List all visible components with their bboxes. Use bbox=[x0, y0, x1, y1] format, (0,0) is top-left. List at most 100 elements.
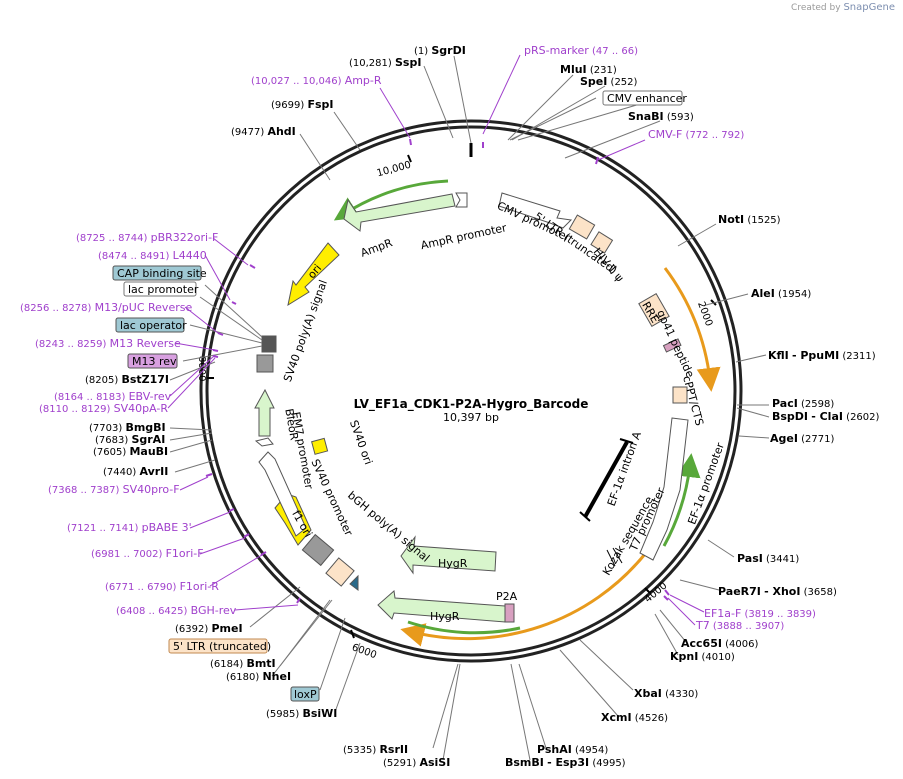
ampr-promoter-arrow bbox=[455, 192, 468, 208]
orf-arc-efprom bbox=[662, 453, 701, 547]
gp41-box bbox=[662, 338, 682, 353]
box-lac-operator: lac operator bbox=[120, 319, 187, 332]
site-bsiwi: (5985) BsiWI bbox=[266, 707, 337, 720]
primer-pbr322ori-f: (8725 .. 8744) pBR322ori-F bbox=[76, 231, 218, 244]
orf-arc-cdk1 bbox=[663, 267, 721, 392]
site-agei: AgeI (2771) bbox=[770, 432, 834, 445]
primer-amp-r: (10,027 .. 10,046) Amp-R bbox=[251, 74, 382, 87]
site-acc65i: Acc65I (4006) bbox=[681, 637, 759, 650]
primer-prs-marker: pRS-marker (47 .. 66) bbox=[524, 44, 638, 57]
boxed-labels: CMV enhancer CAP binding site lac promot… bbox=[112, 90, 687, 702]
box-lac-promoter: lac promoter bbox=[128, 283, 199, 296]
plasmid-size: 10,397 bp bbox=[443, 411, 499, 424]
site-xbai: XbaI (4330) bbox=[634, 687, 698, 700]
feature-ampr-promoter: AmpR promoter bbox=[420, 221, 509, 252]
primer-f1ori-f: (6981 .. 7002) F1ori-F bbox=[91, 547, 204, 560]
ltr-box bbox=[568, 214, 596, 240]
site-spei: SpeI (252) bbox=[580, 75, 638, 88]
site-bmti: (6184) BmtI bbox=[210, 657, 276, 670]
primer-sv40pa-r: (8110 .. 8129) SV40pA-R bbox=[39, 402, 168, 415]
site-snabi: SnaBI (593) bbox=[628, 110, 694, 123]
feature-bgh-polya: bGH poly(A) signal bbox=[345, 489, 432, 565]
tick-8000: 8000 bbox=[196, 356, 207, 381]
site-pmei: (6392) PmeI bbox=[175, 622, 243, 635]
primer-ebv-rev: (8164 .. 8183) EBV-rev bbox=[54, 390, 172, 403]
kozak-mark bbox=[606, 549, 616, 567]
site-kpni: KpnI (4010) bbox=[670, 650, 735, 663]
primer-f1ori-r: (6771 .. 6790) F1ori-R bbox=[105, 580, 219, 593]
backbone-inner bbox=[205, 125, 737, 657]
site-paer7i: PaeR7I - XhoI (3658) bbox=[718, 585, 837, 598]
box-loxp: loxP bbox=[294, 688, 317, 701]
site-leaders bbox=[169, 55, 770, 761]
bleor-arrow bbox=[254, 388, 275, 437]
intron-cap-top bbox=[619, 438, 634, 444]
feature-sv40-ori: SV40 ori bbox=[347, 418, 375, 466]
rre-box bbox=[638, 293, 670, 327]
ef1a-promoter-arrow bbox=[639, 417, 689, 561]
backbone-outer bbox=[199, 119, 743, 663]
box-m13-rev: M13 rev bbox=[132, 355, 177, 368]
primer-bgh-rev: (6408 .. 6425) BGH-rev bbox=[116, 604, 237, 617]
feature-shapes bbox=[254, 192, 689, 623]
intron-cap-bottom bbox=[579, 511, 591, 522]
site-mlui: MluI (231) bbox=[560, 63, 617, 76]
primers: pRS-marker (47 .. 66) (10,027 .. 10,046)… bbox=[20, 44, 816, 632]
site-bspdi: BspDI - ClaI (2602) bbox=[772, 410, 880, 423]
site-paci: PacI (2598) bbox=[772, 397, 834, 410]
site-avrii: (7440) AvrII bbox=[103, 465, 168, 478]
t7-mark bbox=[612, 547, 623, 564]
primer-cmv-f: CMV-F (772 .. 792) bbox=[648, 128, 744, 141]
orf-arc-hygr bbox=[407, 620, 521, 635]
sv40-promoter-arrow bbox=[258, 451, 307, 537]
site-kfli: KflI - PpuMI (2311) bbox=[768, 349, 876, 362]
restriction-sites: (1) SgrDI (10,281) SspI (9699) FspI (947… bbox=[85, 44, 880, 769]
site-rsrii: (5335) RsrII bbox=[343, 743, 408, 756]
site-bsmbi: BsmBI - Esp3I (4995) bbox=[505, 756, 626, 769]
bgh-polya-box bbox=[301, 533, 335, 567]
p2a-box bbox=[504, 603, 515, 623]
ori-arrow bbox=[287, 242, 340, 307]
primer-pbabe3: (7121 .. 7141) pBABE 3' bbox=[67, 521, 192, 534]
site-asisi: (5291) AsiSI bbox=[383, 756, 450, 769]
sv40-ori-box bbox=[311, 437, 329, 455]
primer-t7: T7 (3888 .. 3907) bbox=[695, 619, 784, 632]
box-cmv-enhancer: CMV enhancer bbox=[607, 92, 687, 105]
snapgene-logo: SnapGene bbox=[843, 2, 895, 13]
hiv-psi-box bbox=[590, 231, 614, 254]
cmv-promoter-arrow bbox=[498, 192, 573, 229]
loxp-mark bbox=[349, 574, 359, 591]
primer-ef1a-f: EF1a-F (3819 .. 3839) bbox=[704, 607, 816, 620]
primer-ticks bbox=[205, 138, 670, 604]
primer-l4440: (8474 .. 8491) L4440 bbox=[98, 249, 207, 262]
site-pasi: PasI (3441) bbox=[737, 552, 799, 565]
site-bstz17i: (8205) BstZ17I bbox=[85, 373, 169, 386]
hygr-arrow-top bbox=[400, 535, 497, 575]
lac-elements bbox=[261, 335, 277, 353]
site-alei: AleI (1954) bbox=[751, 287, 811, 300]
site-nhei: (6180) NheI bbox=[226, 670, 291, 683]
ampr-arrow bbox=[343, 193, 456, 232]
site-bmgbi: (7703) BmgBI bbox=[89, 421, 166, 434]
tick-4000: 4000 bbox=[643, 580, 670, 605]
em7-promoter-arrow bbox=[254, 437, 274, 447]
site-noti: NotI (1525) bbox=[718, 213, 781, 226]
primer-m13puc-reverse: (8256 .. 8278) M13/pUC Reverse bbox=[20, 301, 192, 314]
site-sspi: (10,281) SspI bbox=[349, 56, 421, 69]
site-fspi: (9699) FspI bbox=[271, 98, 333, 111]
feature-ampr: AmpR bbox=[359, 236, 395, 260]
site-sgrdi: (1) SgrDI bbox=[414, 44, 466, 57]
site-xcmi: XcmI (4526) bbox=[601, 711, 668, 724]
hygr-arrow-bottom bbox=[377, 590, 506, 623]
primer-leaders bbox=[167, 54, 705, 626]
box-cap-binding-site: CAP binding site bbox=[117, 267, 207, 280]
plasmid-name: LV_EF1a_CDK1-P2A-Hygro_Barcode bbox=[354, 397, 589, 412]
orf-arc-ef1a bbox=[400, 553, 647, 647]
feature-gp41: gp41 peptide bbox=[654, 308, 697, 380]
tick-2000: 2000 bbox=[695, 300, 714, 328]
feature-hygr-top: HygR bbox=[438, 557, 468, 570]
feature-bleor: BleoR bbox=[282, 408, 300, 442]
site-ahdi: (9477) AhdI bbox=[231, 125, 296, 138]
box-5ltr-truncated: 5' LTR (truncated) bbox=[173, 640, 271, 653]
feature-p2a: P2A bbox=[496, 590, 518, 603]
